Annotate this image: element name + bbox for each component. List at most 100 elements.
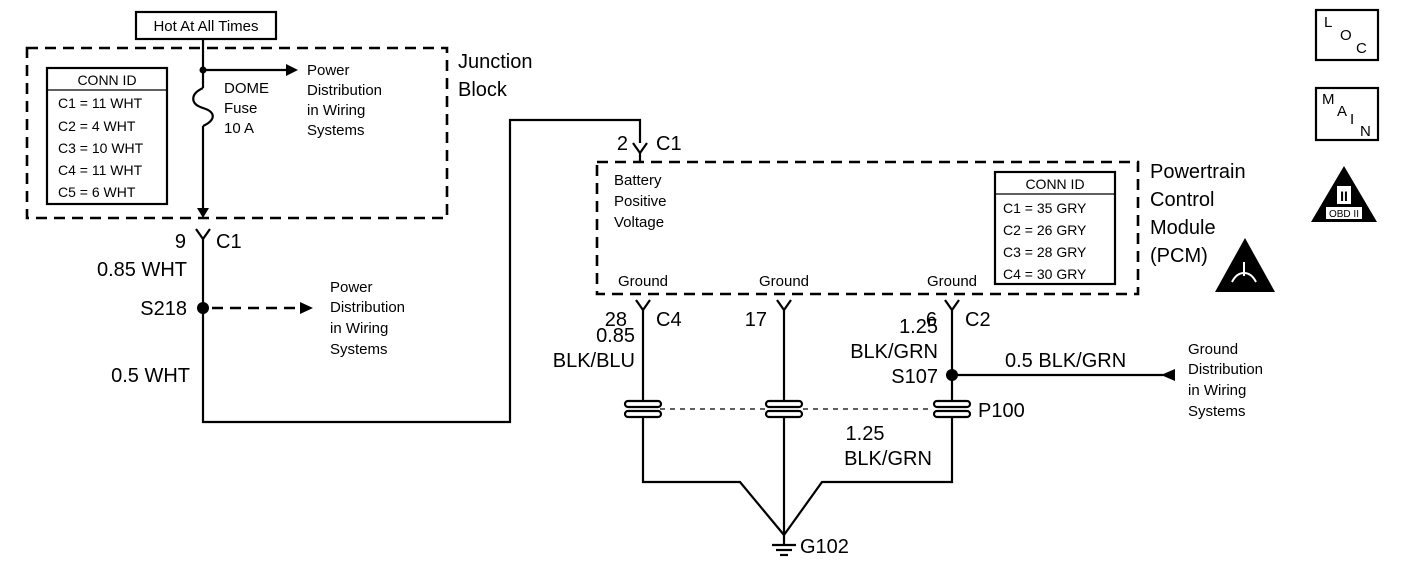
pcm-conn-table-header: CONN ID bbox=[1025, 176, 1084, 192]
battery-positive-label: Voltage bbox=[614, 214, 664, 231]
loc-letter: O bbox=[1340, 27, 1352, 44]
jb-power-dist-text: in Wiring bbox=[307, 102, 365, 119]
pcm-conn-row: C3 = 28 GRY bbox=[1003, 244, 1087, 260]
jb-power-dist-text: Distribution bbox=[307, 82, 382, 99]
loc-icon: L O C bbox=[1314, 8, 1380, 62]
dome-fuse-name: DOME bbox=[224, 80, 269, 97]
junction-block-outline bbox=[25, 46, 449, 220]
wire-125-blkgrn-top-color: BLK/GRN bbox=[850, 341, 938, 363]
pcm-ground-label: Ground bbox=[759, 273, 809, 290]
main-letter: M bbox=[1322, 91, 1335, 108]
hot-at-all-times-box bbox=[134, 10, 278, 41]
junction-block-title-1: Junction bbox=[458, 51, 533, 73]
jb-c1-connector-symbol bbox=[195, 228, 211, 241]
splice-s107-label: S107 bbox=[891, 366, 938, 388]
dome-fuse-symbol bbox=[192, 87, 214, 127]
connector-p100-label: P100 bbox=[978, 400, 1025, 422]
jb-power-dist-text: Power bbox=[307, 62, 350, 79]
pcm-title-line: (PCM) bbox=[1150, 245, 1208, 267]
jb-conn-row: C5 = 6 WHT bbox=[58, 184, 136, 200]
jb-conn-row: C1 = 11 WHT bbox=[58, 95, 143, 111]
obd-numeral: II bbox=[1340, 188, 1348, 204]
junction-block-title-2: Block bbox=[458, 79, 508, 101]
main-letter: A bbox=[1337, 103, 1347, 120]
wire-085-blkblu-color: BLK/BLU bbox=[553, 350, 635, 372]
ground-dist-text: in Wiring bbox=[1188, 382, 1246, 399]
wire-05-wht-label: 0.5 WHT bbox=[111, 365, 190, 387]
wire-125-blkgrn-top-gauge: 1.25 bbox=[899, 316, 938, 338]
jb-power-dist-arrow bbox=[286, 64, 298, 76]
ground-g102-label: G102 bbox=[800, 536, 849, 558]
pcm-c4-pin: 28 bbox=[605, 309, 627, 331]
s218-power-dist-text: Systems bbox=[330, 341, 388, 358]
pcm-conn-row: C1 = 35 GRY bbox=[1003, 200, 1087, 216]
battery-feed-wire bbox=[201, 118, 642, 424]
pcm-conn-row: C2 = 26 GRY bbox=[1003, 222, 1087, 238]
pcm-c4-connector-symbol bbox=[635, 299, 651, 312]
ground-dist-text: Distribution bbox=[1188, 361, 1263, 378]
wire-085-wht-label: 0.85 WHT bbox=[97, 259, 187, 281]
s218-power-dist-text: Distribution bbox=[330, 299, 405, 316]
pcm-c1-connector-symbol bbox=[632, 142, 648, 155]
jb-c1-pin: 9 bbox=[175, 231, 186, 253]
pcm-title-line: Control bbox=[1150, 189, 1214, 211]
pcm-c1-conn: C1 bbox=[656, 133, 682, 155]
pcm-title-line: Module bbox=[1150, 217, 1216, 239]
jb-power-dist-text: Systems bbox=[307, 122, 365, 139]
pcm-c2-connector-symbol bbox=[944, 299, 960, 312]
jb-conn-table-border bbox=[45, 66, 169, 206]
pcm-c2-pin: 6 bbox=[926, 309, 937, 331]
obd-text: OBD II bbox=[1329, 209, 1359, 220]
pcm-pin17-label: 17 bbox=[745, 309, 767, 331]
pcm-c4-conn: C4 bbox=[656, 309, 682, 331]
hot-at-all-times-label: Hot At All Times bbox=[153, 18, 258, 35]
battery-positive-label: Positive bbox=[614, 193, 667, 210]
pcm-conn-row: C4 = 30 GRY bbox=[1003, 266, 1087, 282]
main-letter: N bbox=[1360, 123, 1371, 140]
s218-power-dist-text: in Wiring bbox=[330, 320, 388, 337]
obd-ii-icon: II OBD II bbox=[1311, 166, 1377, 222]
main-letter: I bbox=[1350, 111, 1354, 128]
jb-conn-id-table: CONN ID C1 = 11 WHT C2 = 4 WHT C3 = 10 W… bbox=[45, 66, 169, 206]
p100-connector-blkgrn bbox=[932, 399, 972, 419]
pcm-conn-id-table: CONN ID C1 = 35 GRY C2 = 26 GRY C3 = 28 … bbox=[993, 170, 1117, 286]
p100-connector-pin17 bbox=[764, 399, 804, 419]
ground-wire-blkblu-lower bbox=[641, 417, 785, 536]
jb-conn-row: C3 = 10 WHT bbox=[58, 140, 144, 156]
pcm-title-line: Powertrain bbox=[1150, 161, 1246, 183]
s218-power-dist-text: Power bbox=[330, 279, 373, 296]
pcm-outline bbox=[595, 160, 1140, 296]
ground-g102-icon bbox=[772, 535, 796, 557]
jb-conn-row: C4 = 11 WHT bbox=[58, 162, 143, 178]
pcm-ground-label: Ground bbox=[618, 273, 668, 290]
p100-connector-blkblu bbox=[623, 399, 663, 419]
main-icon: M A I N bbox=[1314, 86, 1380, 142]
esd-warning-icon bbox=[1215, 238, 1275, 292]
pcm-c2-conn: C2 bbox=[965, 309, 991, 331]
jb-c1-conn: C1 bbox=[216, 231, 242, 253]
jb-conn-table-header: CONN ID bbox=[77, 72, 136, 88]
wire-125-blkgrn-bottom-color: BLK/GRN bbox=[844, 448, 932, 470]
jb-c1-arrow bbox=[197, 208, 209, 218]
wire-085-blkblu-gauge: 0.85 bbox=[596, 325, 635, 347]
pcm-ground-label: Ground bbox=[927, 273, 977, 290]
ground-dist-arrow bbox=[1161, 369, 1175, 381]
s218-power-dist-arrow bbox=[300, 302, 313, 314]
pcm-c1-pin: 2 bbox=[617, 133, 628, 155]
ground-dist-text: Ground bbox=[1188, 341, 1238, 358]
wire-05-blkgrn-label: 0.5 BLK/GRN bbox=[1005, 350, 1126, 372]
splice-s218-label: S218 bbox=[140, 298, 187, 320]
ground-wire-blkgrn-lower bbox=[783, 417, 954, 536]
dome-fuse-rating: 10 A bbox=[224, 120, 254, 137]
dome-fuse-word: Fuse bbox=[224, 100, 257, 117]
wire-125-blkgrn-bottom-gauge: 1.25 bbox=[846, 423, 885, 445]
battery-positive-label: Battery bbox=[614, 172, 662, 189]
loc-letter: C bbox=[1356, 40, 1367, 57]
loc-letter: L bbox=[1324, 14, 1332, 31]
pcm-conn-table-border bbox=[993, 170, 1117, 286]
ground-dist-text: Systems bbox=[1188, 403, 1246, 420]
pcm-pin17-connector-symbol bbox=[776, 299, 792, 312]
jb-conn-row: C2 = 4 WHT bbox=[58, 118, 136, 134]
